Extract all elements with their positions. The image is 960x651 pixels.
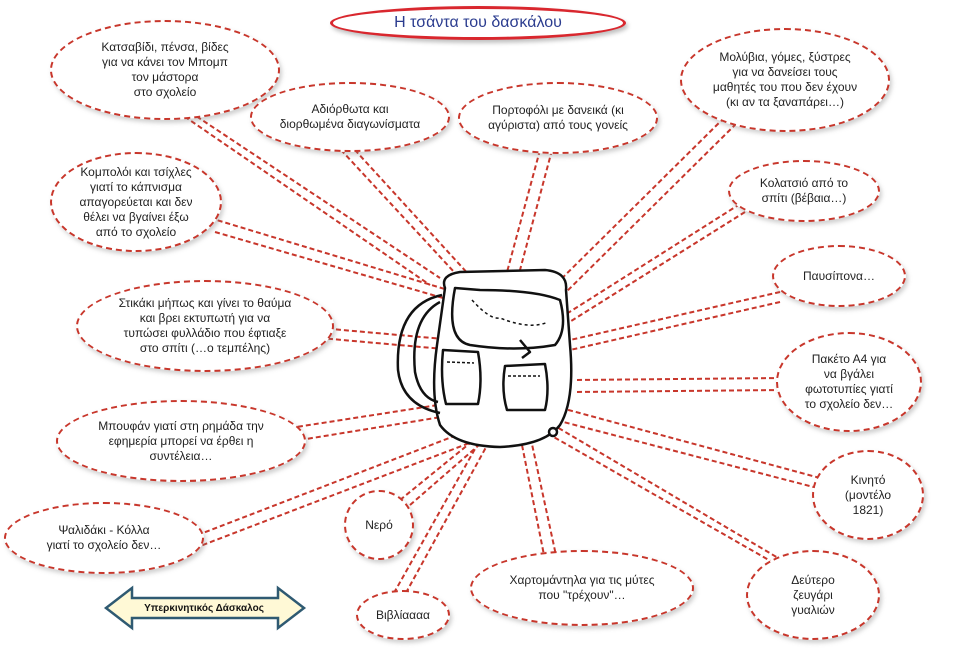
connector (189, 429, 473, 549)
bubble-snack: Κολατσιό από το σπίτι (βέβαια…) (728, 160, 880, 222)
connector (389, 439, 491, 601)
connector (547, 404, 826, 491)
bubble-tissues: Χαρτομάντηλα για τις μύτες που "τρέχουν"… (470, 550, 694, 626)
nav-arrow-shape (103, 585, 307, 631)
bubble-a4-paper: Πακέτο Α4 για να βγάλει φωτοτυπίες γιατί… (776, 332, 922, 432)
bubble-usb-stick: Στικάκι μήπως και γίνει το θαύμα και βρε… (76, 280, 334, 372)
bubble-pencils: Μολύβια, γόμες, ξύστρες για να δανείσει … (680, 28, 890, 132)
bubble-phone: Κινητό (μοντέλο 1821) (812, 450, 924, 540)
bubble-books: Βιβλίαααα (356, 590, 450, 640)
bubble-scissors-glue: Ψαλιδάκι - Κόλλα γιατί το σχολείο δεν… (4, 502, 204, 574)
nav-button-label: Υπερκινητικός Δάσκαλος (144, 602, 264, 614)
bubble-glasses: Δεύτερο ζευγάρι γυαλιών (746, 550, 880, 640)
connector (559, 203, 746, 329)
bubble-tools: Κατσαβίδι, πένσα, βίδες για να κάνει τον… (50, 20, 280, 120)
connector (539, 111, 743, 309)
connector (569, 291, 781, 351)
connector (544, 419, 796, 576)
connector (574, 377, 783, 393)
hyperactive-teacher-nav-button[interactable]: Υπερκινητικός Δάσκαλος (104, 586, 304, 630)
bubble-water: Νερό (344, 490, 414, 560)
backpack-illustration (396, 268, 573, 449)
connector (399, 434, 488, 506)
bubble-exams: Αδιόρθωτα και διορθωμένα διαγωνίσματα (250, 82, 450, 152)
connector (329, 137, 493, 301)
connector (319, 327, 456, 351)
connector (209, 217, 451, 301)
connector (177, 111, 441, 286)
page-title: Η τσάντα του δασκάλου (330, 6, 626, 40)
bubble-worry-beads: Κομπολόι και τσίχλες γιατί το κάπνισμα α… (50, 152, 222, 252)
bubble-jacket: Μπουφάν γιατί στη ρημάδα την εφημερία μπ… (56, 400, 306, 482)
connector (519, 434, 558, 561)
bubble-painkillers: Παυσίπονα… (772, 245, 906, 307)
bubble-wallet: Πορτοφόλι με δανεικά (κι αγύριστα) από τ… (458, 82, 658, 154)
